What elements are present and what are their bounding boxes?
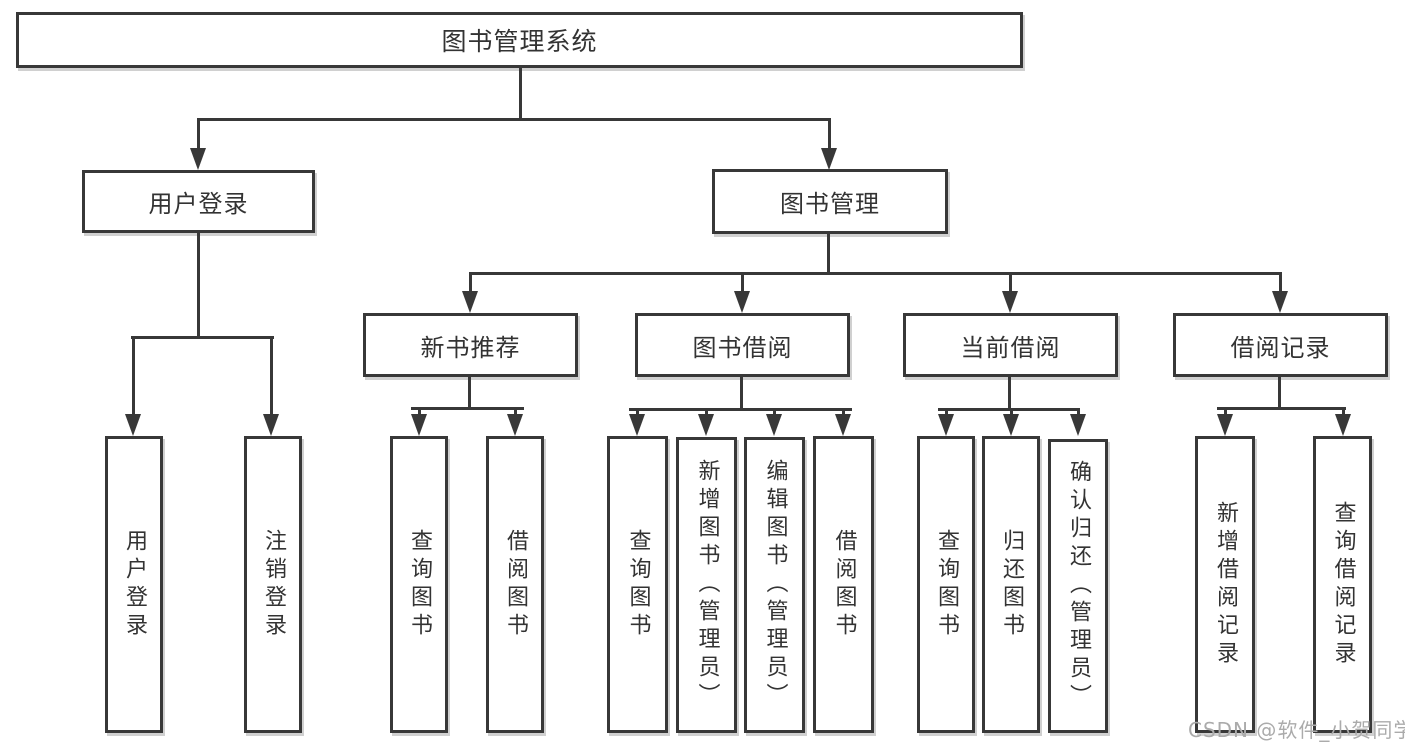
- connector-root-rail: [197, 118, 831, 121]
- arrow-to-current-borrowing: [1002, 275, 1019, 313]
- arrow-to-records-add: [1217, 410, 1234, 436]
- node-leaf-borrowing-edit-books-label: 编辑图书（管理员）: [762, 459, 788, 711]
- arrow-to-records-query: [1335, 410, 1352, 436]
- node-leaf-borrowing-borrow-books-label: 借阅图书: [831, 528, 857, 641]
- node-leaf-current-query-books-label: 查询图书: [934, 528, 959, 641]
- connector-book-management-stem: [827, 234, 830, 275]
- node-user-login: 用户登录: [82, 170, 315, 233]
- node-leaf-login-label: 用户登录: [122, 528, 147, 641]
- node-new-book-recommend: 新书推荐: [363, 313, 578, 377]
- connector-book-management-rail: [469, 272, 1282, 275]
- node-leaf-borrowing-edit-books: 编辑图书（管理员）: [744, 437, 805, 733]
- arrow-to-login: [125, 339, 142, 436]
- arrow-to-book-borrowing: [734, 275, 751, 313]
- node-leaf-recommend-borrow-books: 借阅图书: [486, 436, 544, 733]
- node-book-borrowing-label: 图书借阅: [692, 333, 793, 362]
- node-leaf-borrowing-add-books-label: 新增图书（管理员）: [694, 459, 720, 711]
- csdn-watermark: CSDN @软件_小贺同学: [1188, 714, 1405, 743]
- connector-recommend-rail: [411, 407, 524, 410]
- connector-current-rail: [938, 408, 1080, 411]
- node-current-borrowing-label: 当前借阅: [960, 333, 1061, 362]
- node-leaf-recommend-query-books-label: 查询图书: [407, 528, 432, 641]
- node-leaf-records-add-record: 新增借阅记录: [1195, 436, 1255, 733]
- arrow-to-logout: [263, 339, 280, 436]
- csdn-watermark-label: CSDN @软件_小贺同学: [1188, 718, 1405, 742]
- node-leaf-records-query-record-label: 查询借阅记录: [1330, 500, 1356, 669]
- arrow-to-recommend-borrow: [507, 410, 524, 436]
- connector-user-login-stem: [197, 233, 200, 339]
- node-borrowing-records-label: 借阅记录: [1230, 333, 1331, 362]
- node-leaf-borrowing-query-books: 查询图书: [607, 436, 668, 733]
- arrow-to-borrowing-edit: [766, 411, 783, 436]
- node-leaf-current-confirm-return-label: 确认归还（管理员）: [1066, 460, 1091, 712]
- arrow-to-borrowing-query: [629, 411, 646, 436]
- arrow-to-current-return: [1003, 411, 1020, 436]
- arrow-to-new-book-recommend: [462, 275, 479, 313]
- node-leaf-borrowing-borrow-books: 借阅图书: [813, 436, 874, 733]
- node-leaf-logout: 注销登录: [244, 436, 302, 733]
- arrow-to-current-confirm: [1070, 411, 1087, 436]
- node-leaf-borrowing-query-books-label: 查询图书: [625, 528, 651, 641]
- node-leaf-login: 用户登录: [105, 436, 163, 733]
- node-book-management: 图书管理: [712, 169, 948, 234]
- node-book-management-label: 图书管理: [780, 190, 880, 218]
- arrow-to-borrowing-records: [1272, 275, 1289, 313]
- node-root: 图书管理系统: [16, 12, 1023, 68]
- arrow-to-book-management: [821, 121, 838, 170]
- connector-recommend-stem: [468, 377, 471, 410]
- connector-records-rail: [1217, 407, 1346, 410]
- arrow-to-user-login: [190, 121, 207, 170]
- node-leaf-current-query-books: 查询图书: [917, 436, 975, 733]
- node-current-borrowing: 当前借阅: [903, 313, 1118, 377]
- node-leaf-recommend-borrow-books-label: 借阅图书: [503, 528, 528, 641]
- connector-records-stem: [1278, 377, 1281, 410]
- node-leaf-current-confirm-return: 确认归还（管理员）: [1048, 439, 1108, 733]
- node-user-login-label: 用户登录: [148, 190, 249, 218]
- node-leaf-recommend-query-books: 查询图书: [390, 436, 448, 733]
- node-borrowing-records: 借阅记录: [1173, 313, 1388, 377]
- connector-current-stem: [1008, 377, 1011, 411]
- node-root-label: 图书管理系统: [441, 27, 598, 56]
- arrow-to-current-query: [938, 411, 955, 436]
- node-leaf-records-add-record-label: 新增借阅记录: [1213, 500, 1238, 669]
- node-leaf-current-return-books-label: 归还图书: [999, 528, 1024, 641]
- node-leaf-borrowing-add-books: 新增图书（管理员）: [676, 437, 737, 733]
- node-leaf-records-query-record: 查询借阅记录: [1313, 436, 1372, 733]
- arrow-to-recommend-query: [411, 410, 428, 436]
- arrow-to-borrowing-borrow: [835, 411, 852, 436]
- connector-borrowing-rail: [629, 408, 852, 411]
- node-new-book-recommend-label: 新书推荐: [420, 333, 521, 362]
- connector-root-stem: [519, 68, 522, 121]
- node-leaf-logout-label: 注销登录: [261, 528, 286, 641]
- connector-user-login-rail: [131, 336, 274, 339]
- arrow-to-borrowing-add: [698, 411, 715, 436]
- node-book-borrowing: 图书借阅: [635, 313, 850, 377]
- connector-borrowing-stem: [740, 377, 743, 411]
- node-leaf-current-return-books: 归还图书: [982, 436, 1040, 733]
